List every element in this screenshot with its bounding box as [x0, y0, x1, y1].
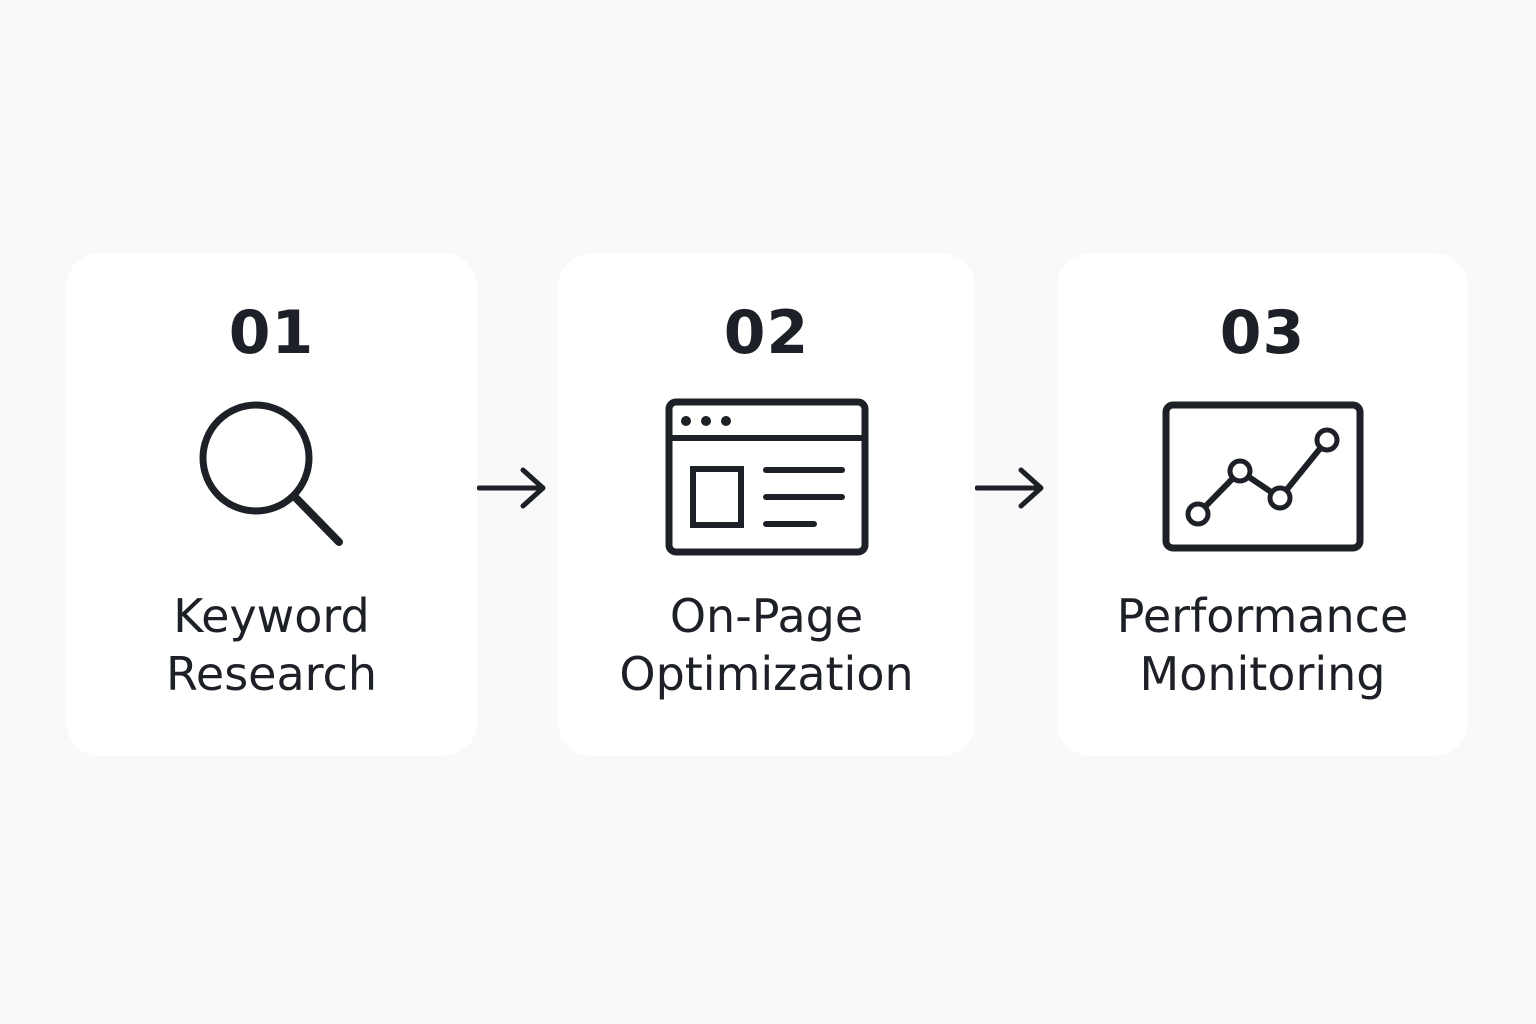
step-card-on-page-optimization: 02 On-Page Optimization — [558, 253, 975, 756]
browser-window-icon — [665, 398, 868, 556]
step-label-line-2: Research — [166, 647, 377, 701]
step-label: On-Page Optimization — [558, 587, 975, 703]
step-label-line-2: Monitoring — [1139, 647, 1386, 701]
step-number: 03 — [1219, 298, 1306, 368]
right-arrow-icon — [477, 467, 546, 509]
step-card-performance-monitoring: 03 Performance Monitoring — [1057, 253, 1468, 756]
step-number: 02 — [723, 298, 810, 368]
step-label-line-1: On-Page — [669, 589, 864, 643]
step-card-keyword-research: 01 Keyword Research — [66, 253, 477, 756]
step-label-line-2: Optimization — [619, 647, 914, 701]
line-chart-monitor-icon — [1162, 401, 1363, 552]
step-label: Keyword Research — [66, 587, 477, 703]
magnifying-glass-icon — [199, 401, 343, 546]
step-number: 01 — [228, 298, 315, 368]
step-label: Performance Monitoring — [1057, 587, 1468, 703]
step-label-line-1: Keyword — [173, 589, 370, 643]
right-arrow-icon — [975, 467, 1044, 509]
step-label-line-1: Performance — [1116, 589, 1409, 643]
